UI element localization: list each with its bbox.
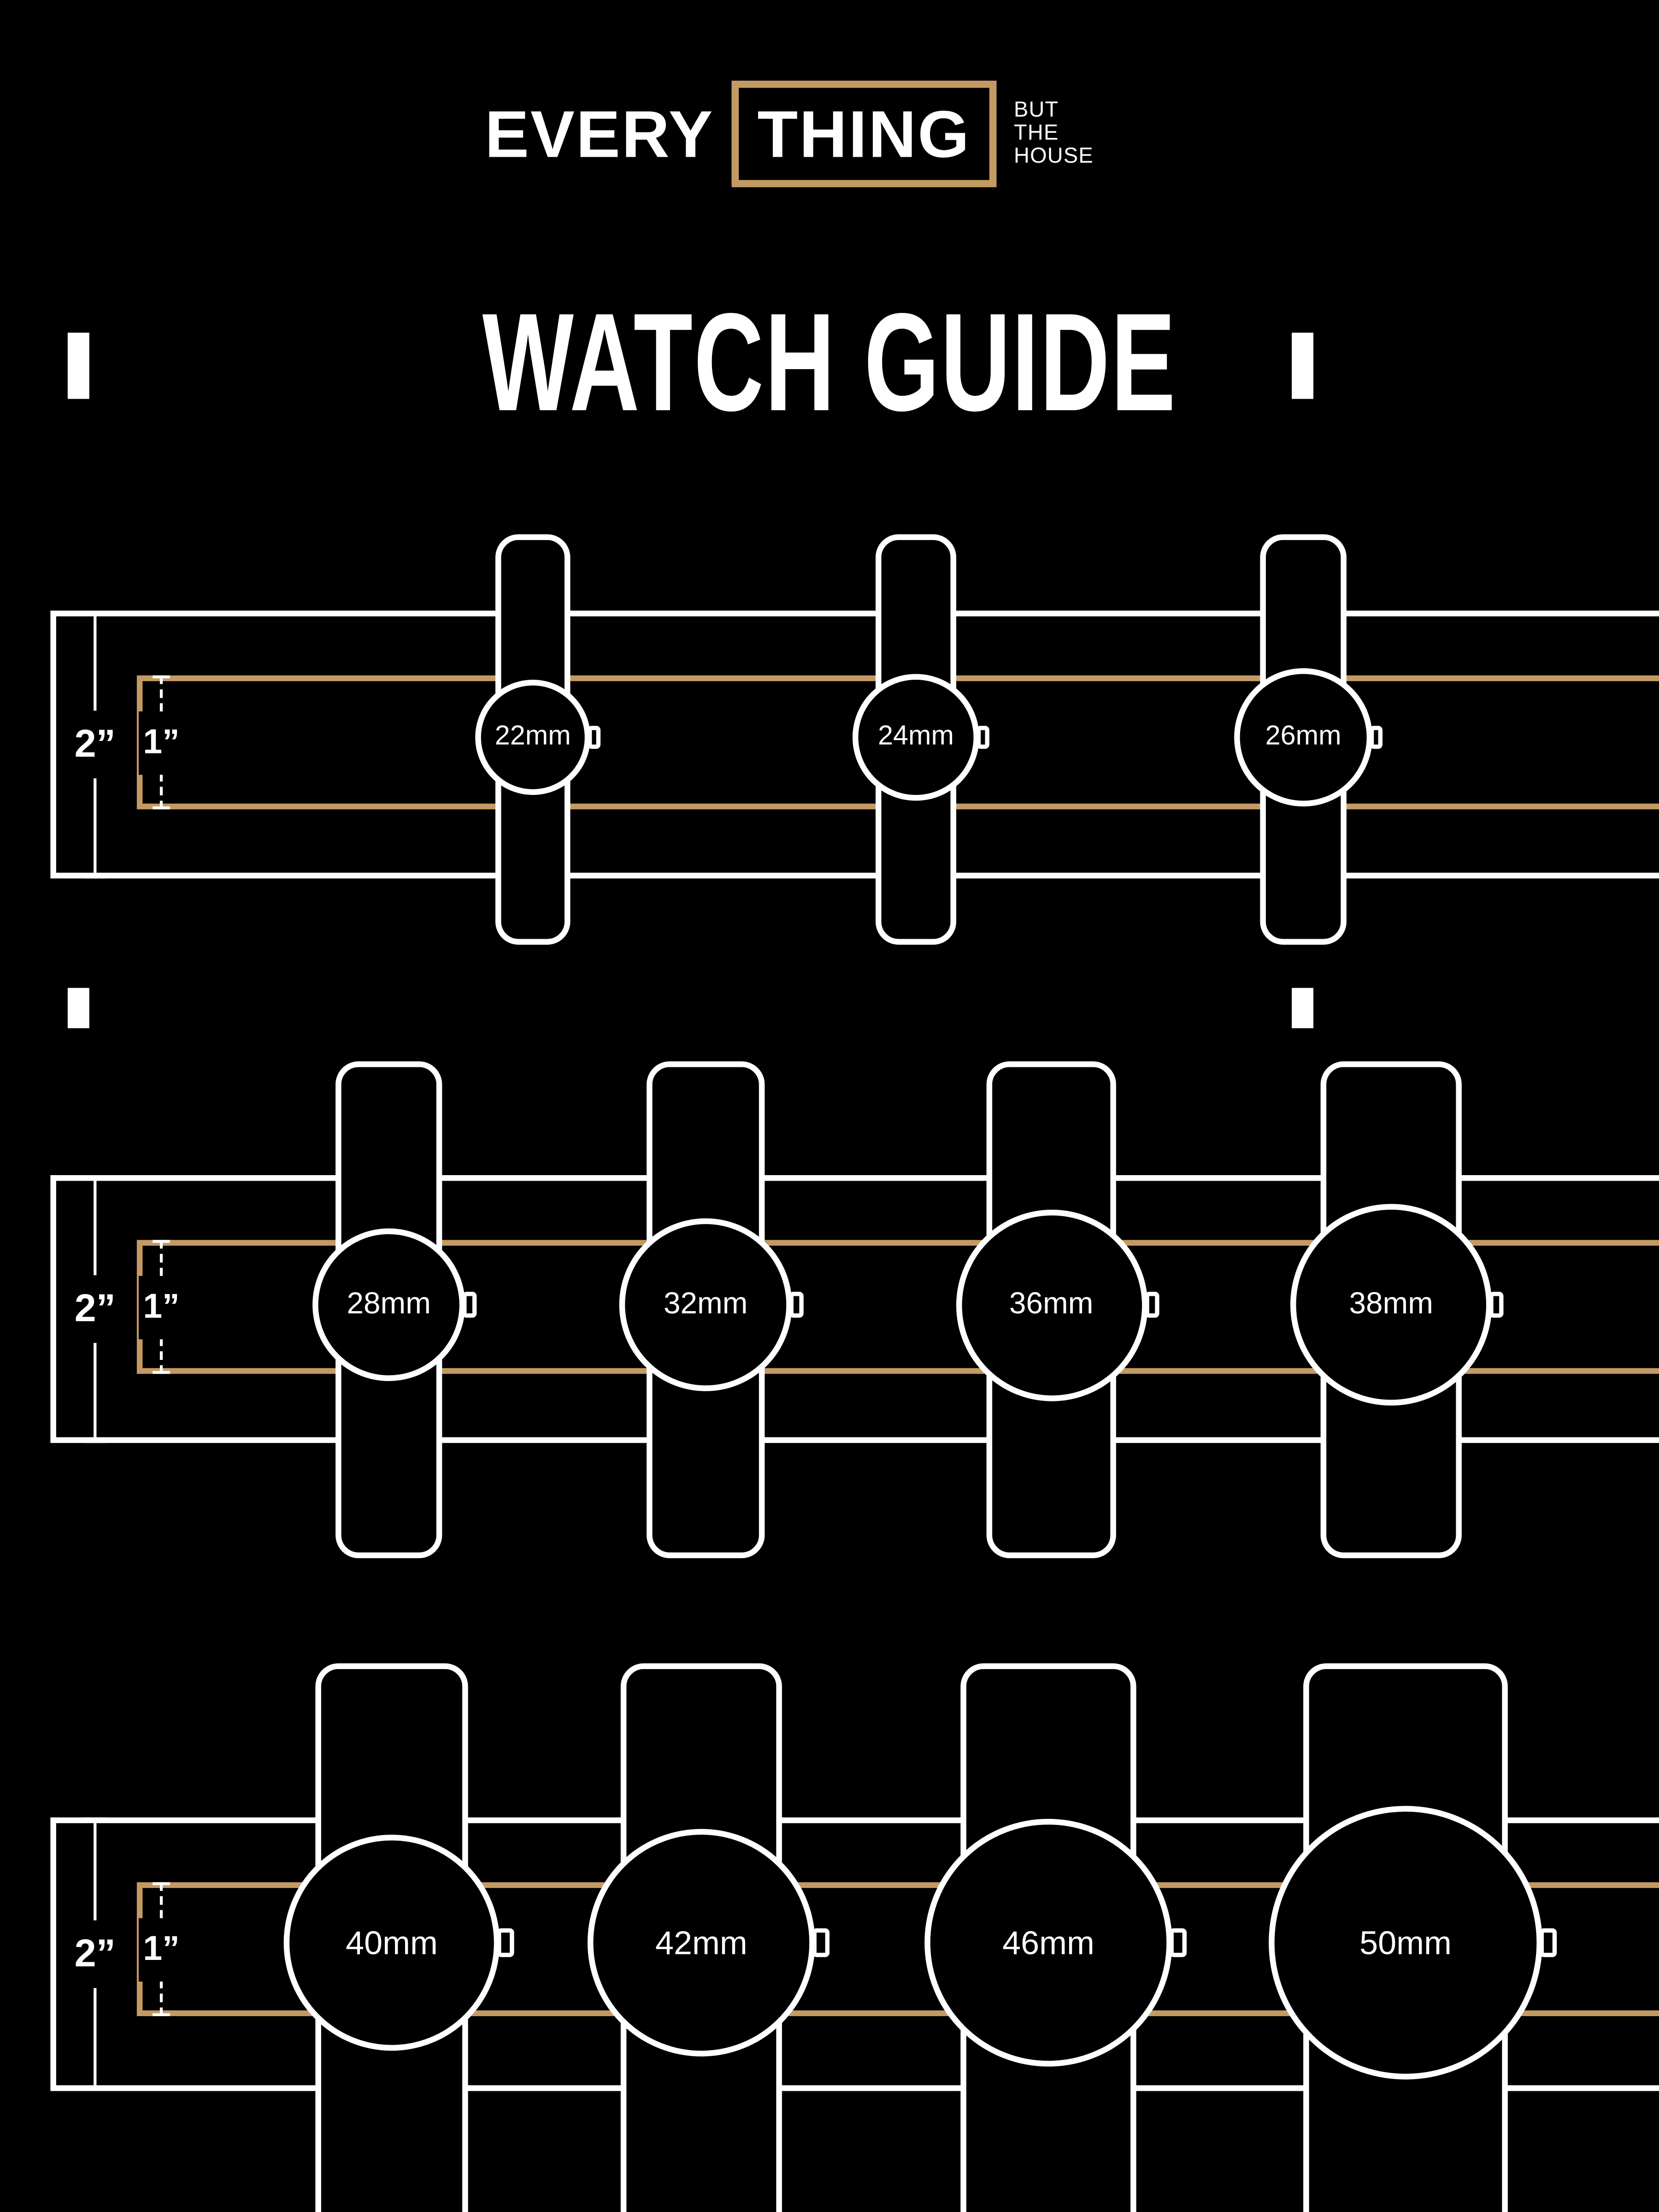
band-2-inch — [50, 1175, 1659, 1443]
watch-size-label: 22mm — [494, 721, 571, 752]
watch-size-label: 28mm — [347, 1287, 431, 1321]
logo-tagline: BUT THE HOUSE — [1014, 97, 1094, 169]
watch-size-label: 50mm — [1359, 1923, 1452, 1961]
watch-face: 38mm — [1290, 1204, 1492, 1406]
logo-word-thing-boxed: THING — [731, 81, 997, 188]
dimension-tick — [153, 1371, 170, 1374]
dimension-tick — [153, 806, 170, 810]
watch-size-label: 26mm — [1265, 721, 1341, 752]
decorative-mark — [67, 988, 89, 1029]
dimension-label-2in: 2” — [70, 711, 120, 779]
dimension-tick — [83, 1440, 107, 1443]
page-title: WATCH GUIDE — [482, 286, 1177, 441]
watch-size-label: 46mm — [1002, 1923, 1094, 1961]
watch-size-label: 24mm — [877, 721, 954, 752]
dimension-label-1in: 1” — [139, 1275, 184, 1339]
watch-size-label: 40mm — [346, 1923, 438, 1961]
band-2-inch — [50, 611, 1659, 879]
watch-face: 42mm — [588, 1829, 815, 2057]
watch-size-label: 38mm — [1349, 1287, 1433, 1321]
logo-tagline-line: BUT — [1014, 97, 1059, 122]
dimension-tick — [83, 2088, 107, 2091]
dimension-label-1in: 1” — [139, 711, 184, 774]
band-1-inch — [136, 1240, 1659, 1374]
dimension-label-1in: 1” — [139, 1917, 184, 1981]
watch-face: 36mm — [955, 1209, 1147, 1401]
brand-logo: EVERY THING BUT THE HOUSE — [0, 81, 1619, 188]
watch-size-label: 42mm — [655, 1923, 747, 1961]
logo-tagline-line: HOUSE — [1014, 144, 1094, 169]
dimension-tick — [153, 2013, 170, 2016]
dimension-label-2in: 2” — [70, 1275, 120, 1343]
decorative-mark — [1292, 988, 1313, 1029]
decorative-mark — [1292, 332, 1313, 399]
watch-face: 24mm — [853, 674, 979, 801]
watch-size-label: 32mm — [664, 1287, 748, 1321]
watch-size-label: 36mm — [1009, 1287, 1094, 1321]
dimension-tick — [83, 876, 107, 879]
logo-word-every: EVERY — [485, 96, 714, 171]
watch-face: 50mm — [1269, 1806, 1542, 2080]
logo-tagline-line: THE — [1014, 121, 1059, 146]
decorative-mark — [67, 332, 89, 399]
dimension-label-2in: 2” — [70, 1920, 120, 1988]
